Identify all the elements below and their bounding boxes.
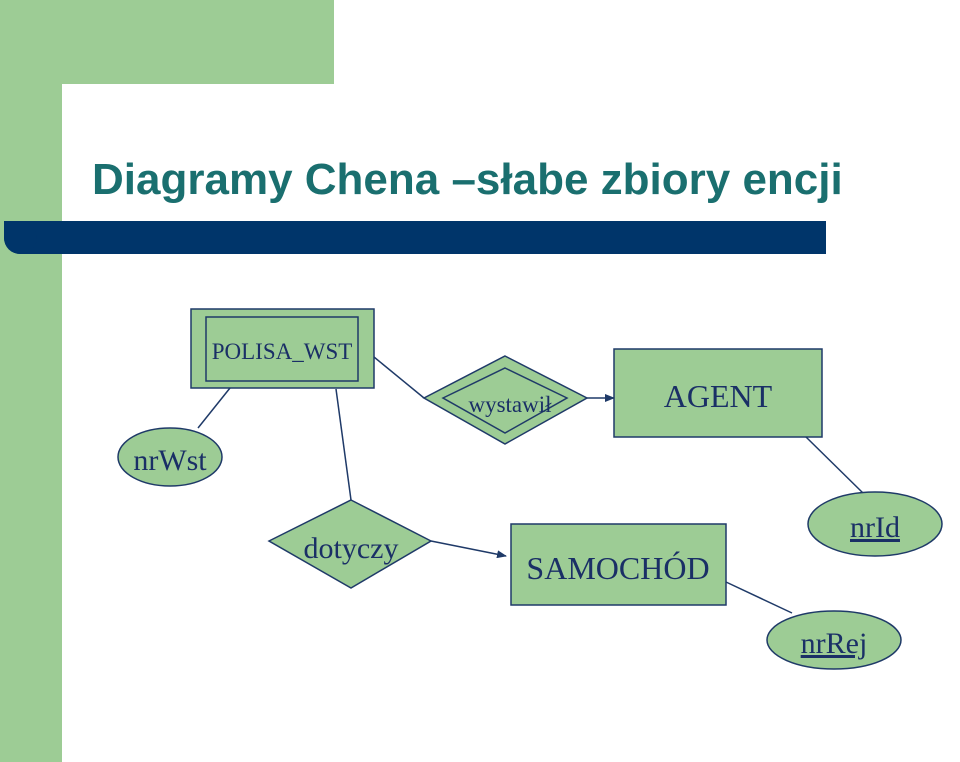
- entity-agent-label: AGENT: [664, 378, 773, 414]
- edge-polisa-nrwst: [197, 387, 231, 429]
- edge-samochod-nrrej: [725, 581, 793, 614]
- relationship-dotyczy-label: dotyczy: [304, 532, 399, 565]
- edge-agent-nrid: [805, 436, 865, 495]
- entity-samochod: SAMOCHÓD: [510, 523, 727, 606]
- entity-polisa-wst: POLISA_WST: [190, 308, 375, 389]
- edge-polisa-wystawil: [373, 356, 425, 399]
- top-accent-band: [0, 0, 334, 84]
- slide-title: Diagramy Chena –słabe zbiory encji: [92, 155, 843, 204]
- entity-polisa-wst-label: POLISA_WST: [212, 339, 353, 364]
- attribute-nrid-label: nrId: [850, 511, 900, 544]
- attribute-nrwst: nrWst: [117, 427, 223, 487]
- attribute-nrrej-label: nrRej: [801, 627, 868, 660]
- relationship-wystawil-label: wystawił: [468, 392, 552, 417]
- entity-samochod-label: SAMOCHÓD: [526, 550, 709, 586]
- edge-dotyczy-samochod: [430, 540, 507, 559]
- connector-lines: [197, 356, 865, 614]
- attribute-nrwst-label: nrWst: [133, 444, 207, 477]
- left-accent-band: [0, 0, 62, 762]
- entity-agent: AGENT: [613, 348, 823, 438]
- attribute-nrid: nrId: [807, 491, 943, 557]
- edge-polisa-dotyczy: [335, 388, 352, 501]
- title-rule-cap: [4, 221, 37, 254]
- relationship-wystawil: wystawił: [422, 355, 589, 445]
- relationship-dotyczy: dotyczy: [267, 499, 433, 589]
- attribute-nrrej: nrRej: [766, 610, 902, 670]
- title-rule-bar: [4, 221, 826, 254]
